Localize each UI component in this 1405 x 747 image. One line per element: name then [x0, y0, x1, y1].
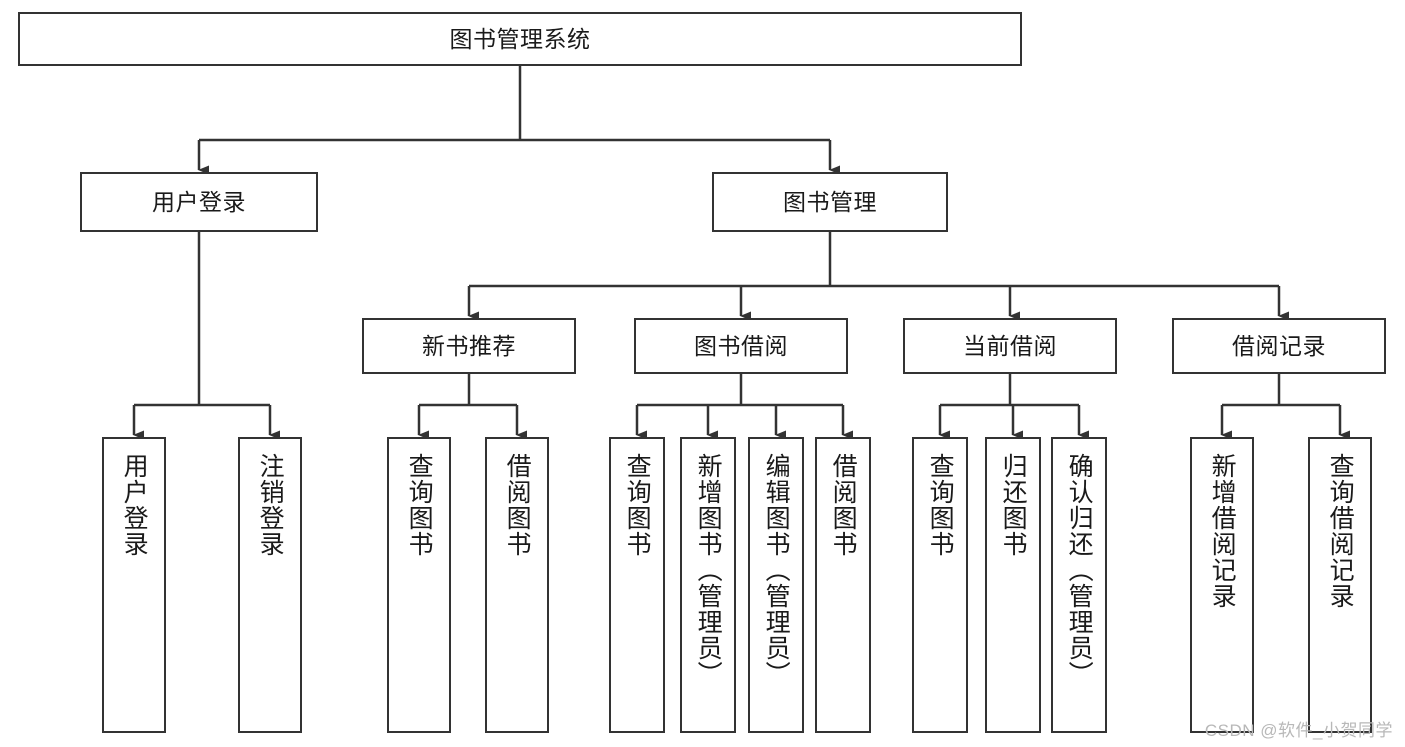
- node-l-b1[interactable]: 借阅图书: [485, 437, 549, 733]
- node-label: 当前借阅: [963, 332, 1057, 359]
- node-label: 新增图书（管理员）: [694, 453, 723, 687]
- node-label: 查询图书: [623, 453, 652, 557]
- node-l-q2[interactable]: 查询图书: [609, 437, 665, 733]
- node-l-q3[interactable]: 查询图书: [912, 437, 968, 733]
- node-l-edit[interactable]: 编辑图书（管理员）: [748, 437, 804, 733]
- node-newbook[interactable]: 新书推荐: [362, 318, 576, 374]
- node-label: 编辑图书（管理员）: [762, 453, 791, 687]
- node-label: 查询借阅记录: [1326, 453, 1355, 609]
- node-l-q1[interactable]: 查询图书: [387, 437, 451, 733]
- node-current[interactable]: 当前借阅: [903, 318, 1117, 374]
- node-label: 新增借阅记录: [1208, 453, 1237, 609]
- node-l-login[interactable]: 用户登录: [102, 437, 166, 733]
- node-label: 图书借阅: [694, 332, 788, 359]
- node-label: 注销登录: [256, 453, 285, 557]
- node-root[interactable]: 图书管理系统: [18, 12, 1022, 66]
- node-borrow[interactable]: 图书借阅: [634, 318, 848, 374]
- node-label: 图书管理: [783, 188, 877, 215]
- node-records[interactable]: 借阅记录: [1172, 318, 1386, 374]
- node-label: 新书推荐: [422, 332, 516, 359]
- node-l-qrec[interactable]: 查询借阅记录: [1308, 437, 1372, 733]
- node-label: 借阅图书: [829, 453, 858, 557]
- node-l-confirm[interactable]: 确认归还（管理员）: [1051, 437, 1107, 733]
- node-label: 查询图书: [926, 453, 955, 557]
- node-label: 确认归还（管理员）: [1065, 453, 1094, 687]
- watermark: CSDN @软件_小贺同学: [1204, 721, 1393, 740]
- node-l-logout[interactable]: 注销登录: [238, 437, 302, 733]
- node-l-b2[interactable]: 借阅图书: [815, 437, 871, 733]
- node-l-return[interactable]: 归还图书: [985, 437, 1041, 733]
- node-l-add[interactable]: 新增图书（管理员）: [680, 437, 736, 733]
- node-label: 借阅记录: [1232, 332, 1326, 359]
- node-label: 归还图书: [999, 453, 1028, 557]
- node-label: 用户登录: [152, 188, 246, 215]
- node-label: 借阅图书: [503, 453, 532, 557]
- node-bookmgmt[interactable]: 图书管理: [712, 172, 948, 232]
- node-label: 图书管理系统: [449, 25, 591, 52]
- node-label: 查询图书: [405, 453, 434, 557]
- node-login[interactable]: 用户登录: [80, 172, 318, 232]
- node-label: 用户登录: [120, 453, 149, 557]
- node-l-addrec[interactable]: 新增借阅记录: [1190, 437, 1254, 733]
